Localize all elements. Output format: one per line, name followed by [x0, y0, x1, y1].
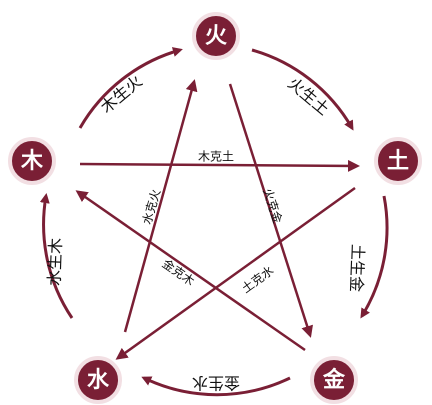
node-label-wood: 木 — [20, 149, 44, 174]
node-water: 水 — [74, 356, 122, 404]
gen-label-earth-metal: 土生金 — [347, 244, 368, 293]
node-label-fire: 火 — [205, 24, 227, 49]
node-label-water: 水 — [87, 368, 110, 393]
star-arrow-fire-metal — [228, 83, 313, 338]
star-arrow-earth-water — [115, 186, 356, 360]
ctrl-label-wood-earth: 木克土 — [198, 150, 234, 164]
node-label-metal: 金 — [322, 367, 346, 393]
star-arrow-metal-wood — [75, 190, 306, 352]
node-wood: 木 — [8, 137, 56, 185]
controlling-star — [75, 79, 360, 360]
cycle-arrow-earth-metal — [360, 195, 389, 319]
generating-cycle — [39, 47, 389, 397]
gen-label-water-wood: 水生木 — [45, 238, 66, 287]
node-earth: 土 — [374, 137, 422, 185]
element-nodes: 火 土 金 水 木 — [8, 12, 422, 404]
controlling-labels: 木克土 火克金 土克水 金克木 水克火 — [140, 150, 286, 296]
node-label-earth: 土 — [387, 149, 409, 174]
node-metal: 金 — [310, 356, 358, 404]
cycle-arrow-metal-water — [141, 376, 291, 397]
gen-label-fire-earth: 火生土 — [284, 74, 333, 119]
node-fire: 火 — [192, 12, 240, 60]
cycle-arrow-water-wood — [39, 193, 74, 319]
star-arrow-water-fire — [123, 79, 198, 333]
cycle-arrow-fire-earth — [251, 48, 354, 131]
gen-label-metal-water: 金生水 — [192, 374, 240, 393]
star-arrow-wood-earth — [79, 159, 360, 172]
ctrl-label-fire-metal: 火克金 — [260, 186, 285, 225]
cycle-arrow-wood-fire — [78, 47, 183, 129]
generating-labels: 木生火 火生土 土生金 金生水 水生木 — [45, 72, 368, 393]
